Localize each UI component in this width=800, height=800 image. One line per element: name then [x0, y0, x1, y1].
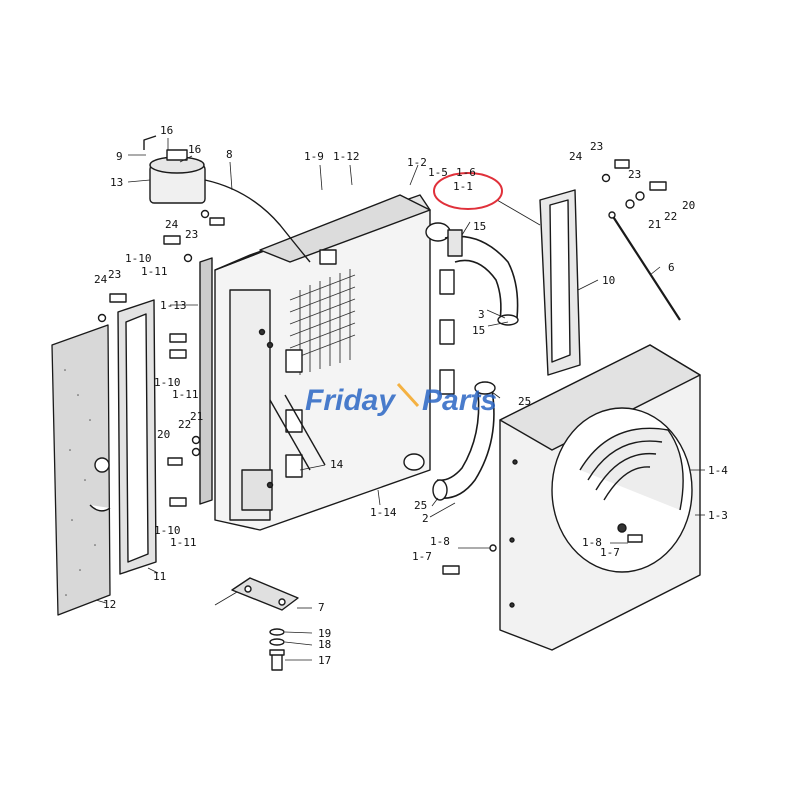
- callout-1-11a: 1-11: [141, 265, 168, 278]
- callout-15a: 15: [473, 220, 486, 233]
- callout-23b: 23: [590, 140, 603, 153]
- watermark-logo: Friday Parts: [305, 382, 497, 417]
- reservoir-tank: [143, 135, 311, 263]
- callout-15b: 15: [472, 324, 485, 337]
- callout-1-4: 1-4: [708, 464, 728, 477]
- fasteners: [97, 159, 667, 671]
- watermark-accent-stroke: [396, 382, 420, 408]
- radiator-assembly: [214, 194, 455, 531]
- callout-1-12: 1-12: [333, 150, 360, 163]
- callout-1-10b: 1-10: [154, 376, 181, 389]
- callout-23d: 23: [108, 268, 121, 281]
- callout-18: 18: [318, 638, 331, 651]
- callout-14: 14: [330, 458, 344, 471]
- upper-hose: [444, 229, 519, 326]
- callout-1-7b: 1-7: [600, 546, 620, 559]
- callout-2: 2: [422, 512, 429, 525]
- callout-1-14: 1-14: [370, 506, 397, 519]
- callout-1-5: 1-5: [428, 166, 448, 179]
- callout-6: 6: [668, 261, 675, 274]
- callout-1-8b: 1-8: [582, 536, 602, 549]
- side-seal-left: [51, 299, 157, 616]
- callout-1-7a: 1-7: [412, 550, 432, 563]
- callout-1-10c: 1-10: [154, 524, 181, 537]
- foam-strip-left: [199, 257, 213, 505]
- callout-1-3: 1-3: [708, 509, 728, 522]
- callout-16b: 16: [188, 143, 201, 156]
- callout-16a: 16: [160, 124, 173, 137]
- callout-1-13: 1-13: [160, 299, 187, 312]
- callout-13: 13: [110, 176, 123, 189]
- callout-12: 12: [103, 598, 116, 611]
- callout-21a: 21: [648, 218, 661, 231]
- callout-7: 7: [318, 601, 325, 614]
- callout-9: 9: [116, 150, 123, 163]
- callout-23c: 23: [628, 168, 641, 181]
- callout-10: 10: [602, 274, 615, 287]
- callout-22a: 22: [664, 210, 677, 223]
- watermark-text-friday: Friday: [305, 384, 396, 417]
- lower-hose: [432, 381, 496, 501]
- side-cover-right: [539, 189, 581, 376]
- core-grid: [289, 269, 356, 375]
- callout-23a: 23: [185, 228, 198, 241]
- callout-17: 17: [318, 654, 331, 667]
- callout-25a: 25: [518, 395, 531, 408]
- callout-3: 3: [478, 308, 485, 321]
- stay-rod: [608, 211, 681, 321]
- callout-1-2: 1-2: [407, 156, 427, 169]
- callout-1-9: 1-9: [304, 150, 324, 163]
- watermark-text-parts: Parts: [422, 384, 497, 417]
- callout-22b: 22: [178, 418, 191, 431]
- fan-shroud: [499, 344, 701, 651]
- callout-24b: 24: [569, 150, 583, 163]
- callout-20a: 20: [682, 199, 695, 212]
- panel-texture: [64, 369, 96, 596]
- callout-1-10a: 1-10: [125, 252, 152, 265]
- mount-bracket: [231, 577, 299, 611]
- callout-20b: 20: [157, 428, 170, 441]
- callout-1-1-highlighted: 1-1: [453, 180, 473, 193]
- callout-24c: 24: [94, 273, 108, 286]
- callout-24a: 24: [165, 218, 179, 231]
- callout-1-11c: 1-11: [170, 536, 197, 549]
- callout-1-6: 1-6: [456, 166, 476, 179]
- callout-25b: 25: [414, 499, 427, 512]
- callout-labels: 16 16 9 13 8 24 23 1-10 1-11 1-9 1-12 1-…: [94, 124, 728, 667]
- callout-19: 19: [318, 627, 331, 640]
- callout-21b: 21: [190, 410, 203, 423]
- callout-1-11b: 1-11: [172, 388, 199, 401]
- callout-8: 8: [226, 148, 233, 161]
- highlight-circle: [433, 172, 503, 210]
- callout-1-8a: 1-8: [430, 535, 450, 548]
- leader-lines: [95, 138, 705, 661]
- callout-11: 11: [153, 570, 166, 583]
